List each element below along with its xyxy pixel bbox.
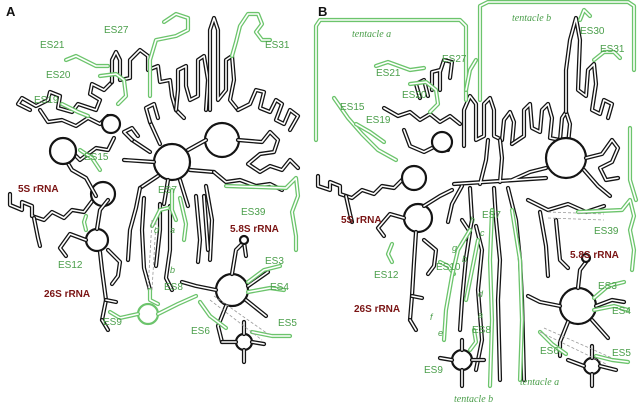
panel-a-core-structure: [7, 15, 301, 365]
label-b-es5: ES5: [612, 348, 631, 359]
label-b-tentacle-b-bottom: tentacle b: [454, 394, 493, 405]
panel-b: B: [313, 0, 639, 405]
label-b-es10: ES10: [436, 262, 461, 273]
label-a-es21: ES21: [40, 40, 65, 51]
label-a-helix-a: a: [170, 225, 175, 235]
label-b-es27: ES27: [442, 54, 467, 65]
label-b-helix-h: h: [470, 215, 475, 225]
label-a-es19: ES19: [34, 95, 59, 106]
label-b-helix-a: a: [478, 310, 483, 320]
label-a-es39: ES39: [241, 207, 266, 218]
panel-a-small-loop-top: [238, 234, 250, 246]
label-b-helix-e: e: [438, 328, 443, 338]
label-b-es12: ES12: [374, 270, 399, 281]
label-b-es39: ES39: [594, 226, 619, 237]
panel-b-labels: tentacle a tentacle b tentacle b tentacl…: [340, 13, 631, 405]
b-loop-26s: [402, 202, 434, 234]
panel-b-letter: B: [318, 4, 327, 19]
label-b-helix-c: c: [480, 228, 485, 238]
panel-a-letter: A: [6, 4, 16, 19]
label-a-es31: ES31: [265, 40, 290, 51]
label-b-helix-f: f: [430, 312, 434, 322]
label-a-es15: ES15: [84, 152, 109, 163]
panel-a-loop-lower-left: [84, 227, 110, 253]
b-loop-right-big: [544, 136, 588, 180]
b-loop-left: [400, 164, 428, 192]
label-b-es6: ES6: [540, 346, 559, 357]
label-a-es9: ES9: [103, 317, 122, 328]
label-b-es31: ES31: [600, 44, 625, 55]
label-a-es3: ES3: [265, 256, 284, 267]
label-b-5-8s-rrna: 5.8S rRNA: [570, 250, 619, 261]
label-a-5s-rrna: 5S rRNA: [18, 184, 59, 195]
label-a-helix-d: d: [154, 225, 160, 235]
label-b-es7: ES7: [482, 210, 501, 221]
label-b-helix-d: d: [478, 289, 484, 299]
label-a-helix-b: b: [170, 265, 175, 275]
label-b-5s-rrna: 5S rRNA: [341, 215, 382, 226]
panel-a-dashed-3: [209, 299, 263, 341]
5s-rrna-strand: [7, 191, 99, 223]
label-b-helix-g: g: [452, 243, 457, 253]
label-b-tentacle-b-top: tentacle b: [512, 13, 551, 24]
label-a-es6: ES6: [191, 326, 210, 337]
panel-a-loop-upper-left: [48, 136, 78, 166]
b-loop-upper: [430, 130, 454, 154]
b-loop-lower-left: [450, 348, 474, 372]
panel-a-dashed-interactions: [147, 219, 269, 341]
label-b-es30: ES30: [580, 26, 605, 37]
label-a-es20: ES20: [46, 70, 71, 81]
label-a-es12: ES12: [58, 260, 83, 271]
label-b-es4: ES4: [612, 306, 631, 317]
panel-a-loop-mid: [100, 113, 122, 135]
panel-a-right-branches: [235, 129, 301, 175]
panel-a-dashed-4: [213, 295, 269, 335]
label-b-26s-rrna: 26S rRNA: [354, 304, 400, 315]
label-b-es20: ES20: [402, 90, 427, 101]
panel-a-right-top: [235, 87, 301, 133]
label-b-es19: ES19: [366, 115, 391, 126]
panel-a-center-hairpins: [121, 101, 161, 143]
label-b-tentacle-a-bottom: tentacle a: [520, 377, 559, 388]
panel-a-loop-lower-right: [214, 272, 250, 308]
b-dashed-2: [543, 327, 613, 359]
b-small-loop-top-right: [580, 252, 592, 264]
panel-a-loop-bottom: [234, 332, 254, 352]
panel-a-es9-loop: [136, 302, 160, 326]
label-a-es5: ES5: [278, 318, 297, 329]
panel-b-expansion-segments: [313, 0, 639, 389]
b-dashed-3: [547, 211, 605, 215]
label-a-es7: ES7: [158, 185, 177, 196]
panel-a-loop-right-big: [203, 121, 241, 159]
panel-a-dashed-2: [151, 221, 157, 291]
panel-a-tall-hairpin: [207, 15, 241, 113]
label-b-es21: ES21: [376, 68, 401, 79]
panel-a: A: [6, 4, 301, 365]
panel-a-dashed-1: [147, 219, 153, 291]
label-a-5-8s-rrna: 5.8S rRNA: [230, 224, 279, 235]
label-a-es8: ES8: [164, 282, 183, 293]
panel-b-core-structure: [315, 15, 627, 389]
panel-a-top-hairpins-2: [173, 53, 211, 113]
panel-a-expansion-segments: [59, 11, 301, 339]
label-b-es3: ES3: [598, 281, 617, 292]
b-dashed-4: [547, 217, 605, 221]
b-loop-bottom-right: [582, 356, 602, 376]
label-b-tentacle-a-top: tentacle a: [352, 29, 391, 40]
label-a-es27: ES27: [104, 25, 129, 36]
label-a-es4: ES4: [270, 282, 289, 293]
panel-a-labels: ES27 ES21 ES31 ES20 ES19 ES15 ES7 ES39 E…: [18, 25, 297, 337]
b-dashed-1: [539, 331, 607, 365]
label-b-es9: ES9: [424, 365, 443, 376]
label-a-26s-rrna: 26S rRNA: [44, 289, 90, 300]
panel-b-dashed-interactions: [539, 211, 613, 365]
label-b-helix-b: b: [462, 254, 467, 264]
label-b-es15: ES15: [340, 102, 365, 113]
label-b-es8: ES8: [472, 325, 491, 336]
